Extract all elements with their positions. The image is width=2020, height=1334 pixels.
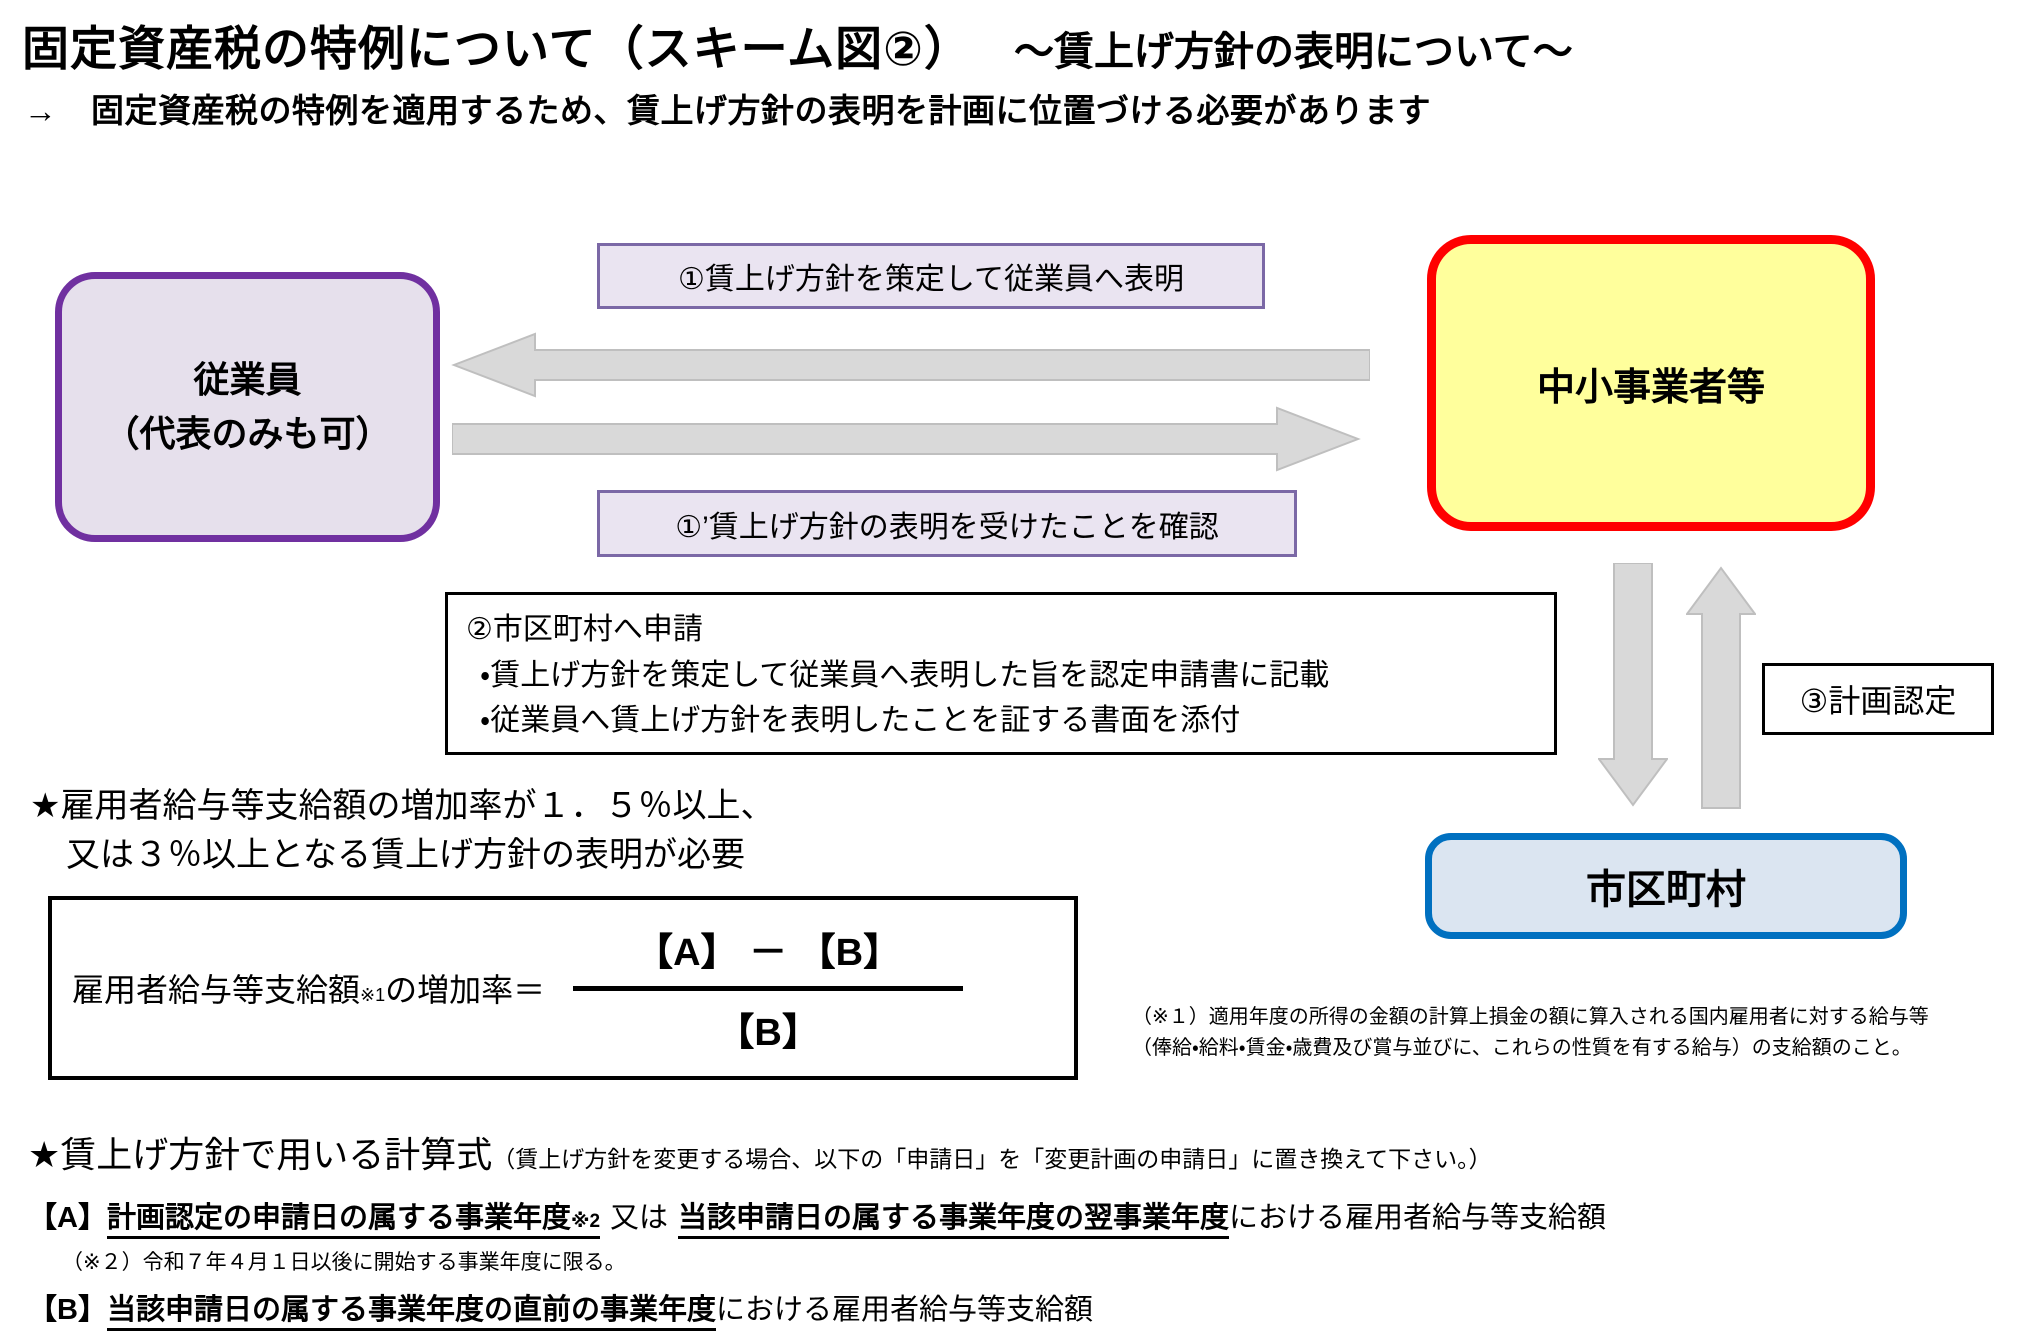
step2-line1: ②市区町村へ申請 <box>466 613 703 646</box>
formula-lhs-rest: の増加率＝ <box>385 972 546 1008</box>
requirement-line2: 又は３％以上となる賃上げ方針の表明が必要 <box>66 836 745 875</box>
footnote-2: （※２）令和７年４月１日以後に開始する事業年度に限る。 <box>62 1251 626 1274</box>
formula-denominator: 【B】 <box>716 1011 820 1054</box>
definition-b: 【B】当該申請日の属する事業年度の直前の事業年度における雇用者給与等支給額 <box>28 1286 1093 1331</box>
definition-a-or: 又は <box>610 1202 669 1234</box>
definition-a-suffix: における雇用者給与等支給額 <box>1229 1202 1607 1234</box>
step3-label-box: ③計画認定 <box>1762 663 1994 735</box>
footnote-1: （※１）適用年度の所得の金額の計算上損金の額に算入される国内雇用者に対する給与等… <box>1132 1002 2020 1064</box>
formula-numerator: 【A】 － 【B】 <box>635 931 902 974</box>
step1b-label-box: ①’賃上げ方針の表明を受けたことを確認 <box>597 490 1297 557</box>
definition-b-term: 当該申請日の属する事業年度の直前の事業年度 <box>106 1294 716 1331</box>
step1-label: ①賃上げ方針を策定して従業員へ表明 <box>678 263 1184 296</box>
step1b-label: ①’賃上げ方針の表明を受けたことを確認 <box>675 510 1219 544</box>
definition-a-term1-text: 計画認定の申請日の属する事業年度 <box>106 1202 571 1234</box>
formula-box: 雇用者給与等支給額※1の増加率＝ 【A】 － 【B】 【B】 <box>48 896 1078 1080</box>
company-box: 中小事業者等 <box>1427 235 1875 531</box>
arrow-left-icon <box>451 332 1370 398</box>
arrow-up-icon <box>1686 566 1756 809</box>
step2-line2: ・賃上げ方針を策定して従業員へ表明した旨を認定申請書に記載 <box>480 658 1330 692</box>
page-title-main: 固定資産税の特例について（スキーム図②） <box>22 22 972 75</box>
arrow-right-icon <box>452 406 1361 472</box>
formula-ref1: ※1 <box>360 985 386 1005</box>
company-label: 中小事業者等 <box>1536 366 1765 409</box>
formula-lhs: 雇用者給与等支給額※1の増加率＝ <box>72 965 545 1011</box>
arrow-down-icon <box>1598 563 1668 807</box>
page-title-sub: ～賃上げ方針の表明について～ <box>1013 30 1573 74</box>
formula-fraction: 【A】 － 【B】 【B】 <box>573 921 964 1056</box>
step2-application-box: ②市区町村へ申請 ・賃上げ方針を策定して従業員へ表明した旨を認定申請書に記載 ・… <box>445 592 1557 755</box>
formula-lhs-main: 雇用者給与等支給額 <box>72 972 361 1008</box>
definition-b-prefix: 【B】 <box>28 1294 107 1326</box>
calc-heading: ★賃上げ方針で用いる計算式（賃上げ方針を変更する場合、以下の「申請日」を「変更計… <box>28 1126 1492 1178</box>
municipality-label: 市区町村 <box>1586 868 1746 912</box>
step2-line3: ・従業員へ賃上げ方針を表明したことを証する書面を添付 <box>480 704 1241 738</box>
employee-box: 従業員 （代表のみも可） <box>55 272 440 542</box>
definition-a-prefix: 【A】 <box>28 1202 107 1234</box>
municipality-box: 市区町村 <box>1425 833 1907 939</box>
calc-heading-main: ★賃上げ方針で用いる計算式 <box>28 1134 493 1175</box>
definition-a: 【A】計画認定の申請日の属する事業年度※2 又は当該申請日の属する事業年度の翌事業… <box>28 1194 1607 1239</box>
footnote-1-line2: （俸給・給料・賃金・歳費及び賞与並びに、これらの性質を有する給与）の支給額のこと… <box>1132 1037 1912 1059</box>
lead-statement: → 固定資産税の特例を適用するため、賃上げ方針の表明を計画に位置づける必要があり… <box>24 92 1431 129</box>
fraction-bar <box>573 985 964 991</box>
definition-b-suffix: における雇用者給与等支給額 <box>715 1294 1093 1326</box>
employee-box-text: 従業員 （代表のみも可） <box>103 353 391 461</box>
requirement-line1: ★雇用者給与等支給額の増加率が１．５％以上、 <box>30 787 775 825</box>
definition-a-ref2: ※2 <box>570 1211 601 1232</box>
definition-a-term1: 計画認定の申請日の属する事業年度※2 <box>106 1202 601 1239</box>
calc-heading-note: （賃上げ方針を変更する場合、以下の「申請日」を「変更計画の申請日」に置き換えて下… <box>492 1146 1492 1172</box>
step1-label-box: ①賃上げ方針を策定して従業員へ表明 <box>597 243 1265 309</box>
employee-label: 従業員 <box>193 359 302 400</box>
employee-sublabel: （代表のみも可） <box>103 413 392 454</box>
definition-a-term2: 当該申請日の属する事業年度の翌事業年度 <box>678 1202 1230 1239</box>
requirement-note: ★雇用者給与等支給額の増加率が１．５％以上、 又は３％以上となる賃上げ方針の表明… <box>30 782 774 881</box>
footnote-1-line1: （※１）適用年度の所得の金額の計算上損金の額に算入される国内雇用者に対する給与等 <box>1132 1006 1929 1028</box>
step3-label: ③計画認定 <box>1799 683 1957 719</box>
page-title: 固定資産税の特例について（スキーム図②） ～賃上げ方針の表明について～ <box>22 10 1573 79</box>
